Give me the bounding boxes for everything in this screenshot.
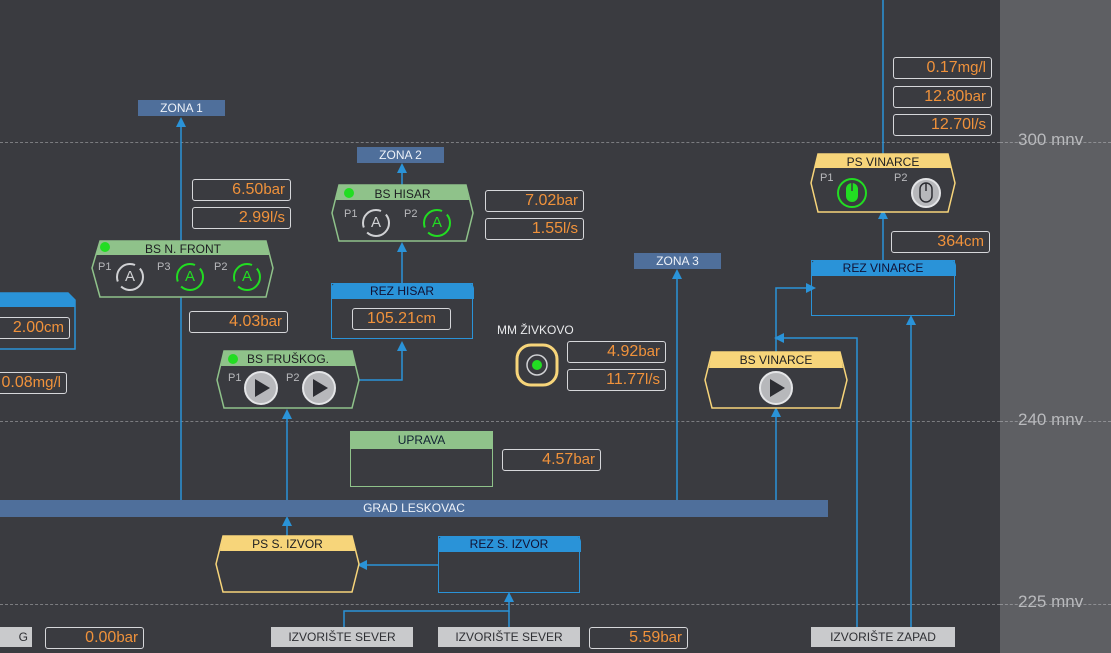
ps-vinarce-pressure: 12.80bar [893, 86, 992, 108]
rez-sizvor-box[interactable]: REZ S. IZVOR [437, 535, 581, 593]
elevation-sidebar [1000, 0, 1111, 653]
bs-hisar-p2-label: P2 [404, 208, 418, 220]
level-label-225: 225 mnv [1018, 592, 1084, 611]
zona-1-label[interactable]: ZONA 1 [138, 100, 225, 116]
bs-fruskog-p2-label: P2 [286, 372, 300, 384]
bs-nfront-pressure-top: 6.50bar [192, 179, 291, 201]
mm-zivkovo-pressure: 4.92bar [567, 341, 666, 363]
bs-fruskog-title[interactable]: BS FRUŠKOG. [246, 352, 329, 366]
level-line-300 [0, 142, 1000, 143]
izvoriste-sever-2-label[interactable]: IZVORIŠTE SEVER [438, 627, 580, 647]
grad-leskovac-label: GRAD LESKOVAC [363, 501, 465, 515]
zona-3-label[interactable]: ZONA 3 [634, 253, 721, 269]
bs-fruskog-p1-label: P1 [228, 372, 242, 384]
rez-sizvor-title: REZ S. IZVOR [437, 535, 581, 552]
ps-sizvor-title[interactable]: PS S. IZVOR [252, 537, 323, 551]
left-reservoir-chlorine: 0.08mg/l [0, 372, 67, 394]
mm-zivkovo-flow: 11.77l/s [567, 369, 666, 391]
bs-nfront-flow: 2.99l/s [192, 207, 291, 229]
rez-hisar-level: 105.21cm [352, 308, 451, 330]
bs-nfront-p2-label: P2 [214, 261, 228, 273]
uprava-box[interactable]: UPRAVA [350, 431, 493, 487]
ps-vinarce-flow: 12.70l/s [893, 114, 992, 136]
bs-nfront-p3-label: P3 [157, 261, 171, 273]
level-line-240 [0, 421, 1000, 422]
izvoriste-sever-1-label[interactable]: IZVORIŠTE SEVER [271, 627, 413, 647]
main-pipe-bar [0, 500, 828, 517]
level-line-300-side [1000, 142, 1111, 143]
rez-vinarce-level: 364cm [891, 231, 990, 253]
bs-nfront-p2-pump-icon[interactable]: A [242, 268, 253, 285]
mm-zivkovo-title[interactable]: MM ŽIVKOVO [497, 323, 574, 337]
level-line-225 [0, 604, 1000, 605]
bs-nfront-pressure-in: 4.03bar [189, 311, 288, 333]
zona-2-label[interactable]: ZONA 2 [357, 147, 444, 163]
bs-nfront-p3-pump-icon[interactable]: A [185, 268, 196, 285]
bs-nfront-status-dot [100, 242, 110, 252]
bs-hisar-p1-label: P1 [344, 208, 358, 220]
uprava-pressure: 4.57bar [502, 449, 601, 471]
bs-hisar-title[interactable]: BS HISAR [374, 187, 431, 201]
rez-vinarce-box[interactable]: REZ VINARCE [810, 259, 956, 316]
level-line-225-side [1000, 604, 1111, 605]
bs-hisar-p2-pump-icon[interactable]: A [432, 214, 443, 231]
left-reservoir-level: 2.00cm [0, 317, 70, 339]
bs-hisar-status-dot [344, 188, 354, 198]
izvoriste-sever-pressure: 5.59bar [589, 627, 688, 649]
rez-hisar-box[interactable]: REZ HISAR [330, 282, 474, 339]
bs-fruskog-status-dot [228, 354, 238, 364]
level-label-300: 300 mnv [1018, 130, 1084, 149]
level-line-240-side [1000, 421, 1111, 422]
left-source-label[interactable]: G [0, 627, 32, 647]
bs-hisar-pressure: 7.02bar [485, 190, 584, 212]
mm-zivkovo-meter-icon[interactable] [517, 345, 557, 385]
ps-vinarce-chlorine: 0.17mg/l [893, 57, 992, 79]
ps-vinarce-p1-label: P1 [820, 172, 834, 184]
rez-vinarce-title: REZ VINARCE [810, 259, 956, 276]
uprava-title: UPRAVA [351, 432, 492, 449]
level-label-240: 240 mnv [1018, 410, 1084, 429]
bs-nfront-title[interactable]: BS N. FRONT [144, 242, 221, 256]
bs-vinarce-title[interactable]: BS VINARCE [739, 353, 813, 367]
ps-vinarce-p2-label: P2 [894, 172, 908, 184]
bs-hisar-flow: 1.55l/s [485, 218, 584, 240]
izvoriste-zapad-label[interactable]: IZVORIŠTE ZAPAD [811, 627, 955, 647]
rez-hisar-title: REZ HISAR [330, 282, 474, 299]
left-source-pressure: 0.00bar [45, 627, 144, 649]
ps-vinarce-title[interactable]: PS VINARCE [846, 155, 920, 169]
bs-nfront-p1-label: P1 [98, 261, 112, 273]
bs-nfront-p1-pump-icon[interactable]: A [125, 268, 136, 285]
bs-hisar-p1-pump-icon[interactable]: A [371, 214, 382, 231]
